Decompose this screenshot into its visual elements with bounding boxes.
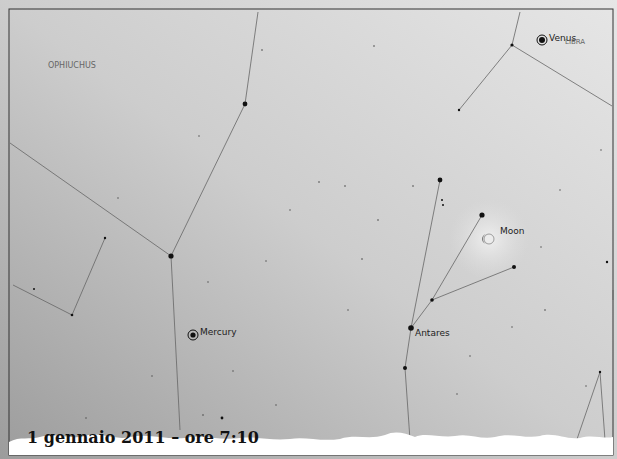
planet-name: Mercury <box>200 327 236 337</box>
venus-marker <box>537 35 547 45</box>
star-name: Antares <box>415 328 450 338</box>
constellation-name: LIBRA <box>565 38 585 46</box>
moon-name: Moon <box>500 226 524 236</box>
mercury-marker <box>188 330 198 340</box>
moon-marker <box>482 234 494 244</box>
date-stamp: 1 gennaio 2011 – ore 7:10 <box>27 428 259 447</box>
constellation-name: OPHIUCHUS <box>48 61 96 70</box>
